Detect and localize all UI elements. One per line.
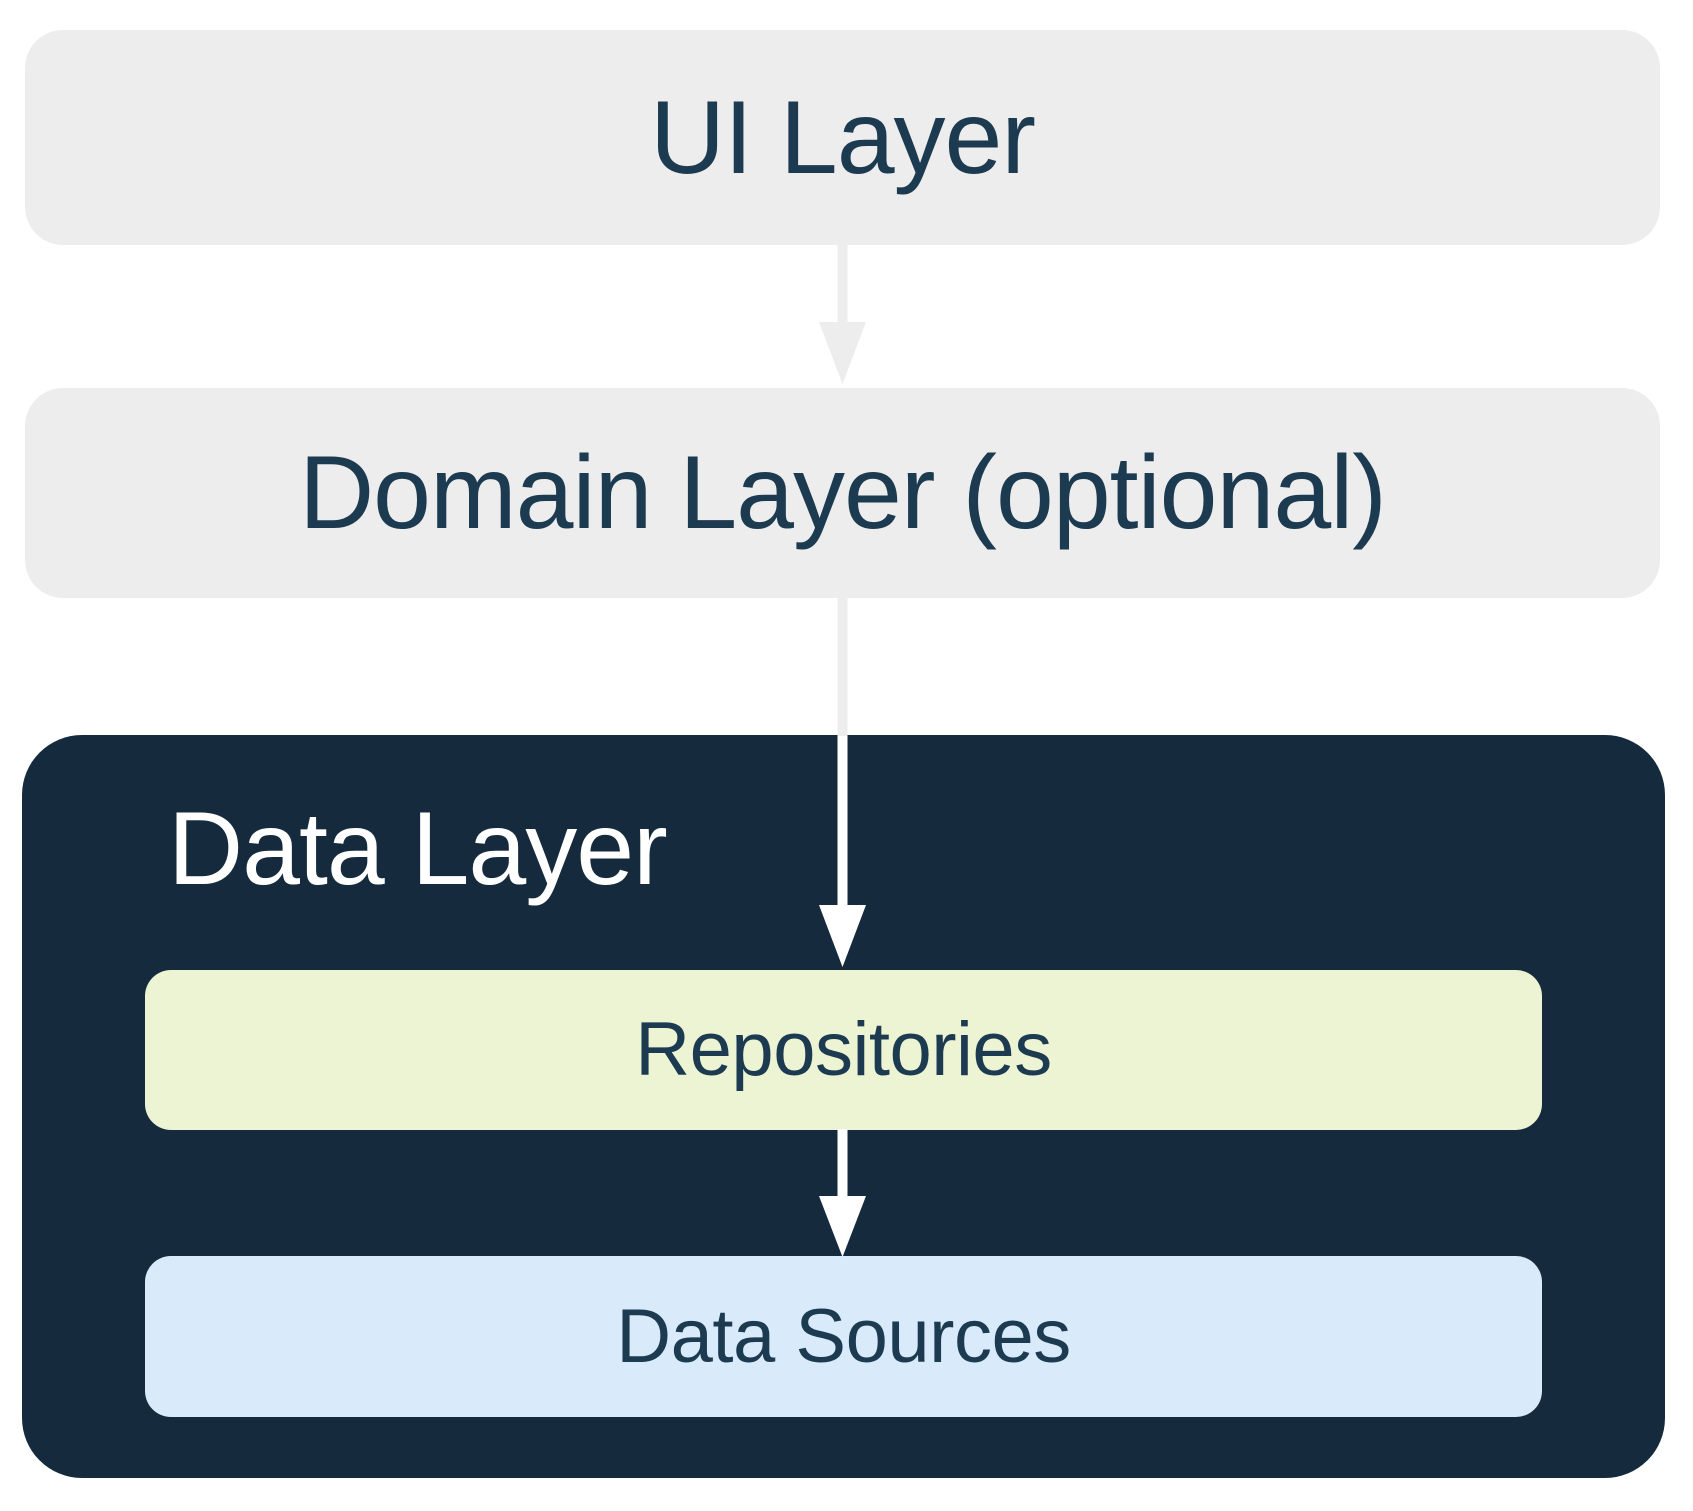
data-sources-box: Data Sources [145, 1256, 1542, 1417]
repositories-box: Repositories [145, 970, 1542, 1130]
ui-layer-box: UI Layer [25, 30, 1660, 245]
data-layer-box: Data Layer Repositories Data Sources [22, 735, 1665, 1478]
repositories-label: Repositories [635, 1007, 1052, 1092]
ui-layer-label: UI Layer [649, 79, 1036, 196]
domain-layer-box: Domain Layer (optional) [25, 388, 1660, 598]
data-layer-label: Data Layer [168, 791, 668, 907]
arrow-shaft [837, 244, 848, 323]
data-sources-label: Data Sources [616, 1293, 1071, 1379]
ui-to-domain-arrow-icon [819, 244, 866, 384]
arrow-head [819, 322, 866, 384]
domain-layer-label: Domain Layer (optional) [299, 435, 1387, 551]
arrow-shaft-upper [837, 597, 848, 736]
